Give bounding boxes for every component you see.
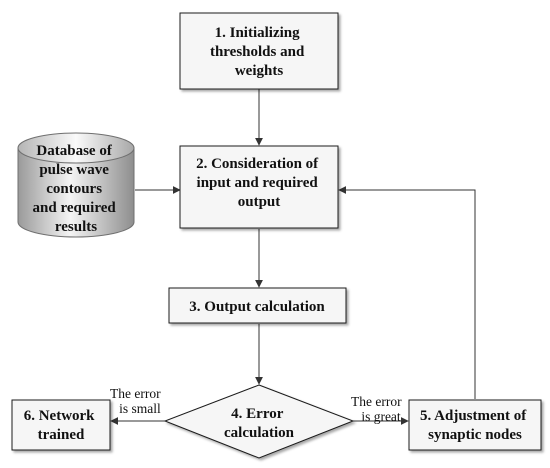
- node-network-trained: 6. Network trained: [11, 399, 111, 451]
- node-error-calculation-label: 4. Error calculation: [224, 406, 295, 441]
- node-adjustment: 5. Adjustment of synaptic nodes: [408, 399, 542, 451]
- node-consideration: 2. Consideration of input and required o…: [179, 145, 339, 229]
- node-network-trained-label: 6. Network trained: [24, 408, 99, 443]
- edge-label-error-great: The error is great: [351, 394, 405, 424]
- node-error-calculation: 4. Error calculation: [163, 384, 355, 459]
- node-initializing-label: 1. Initializing thresholds and weights: [210, 25, 308, 79]
- node-initializing: 1. Initializing thresholds and weights: [179, 12, 339, 90]
- database-label: Database of pulse wave contours and requ…: [33, 143, 120, 235]
- arrow-adjust-to-consider: [338, 186, 476, 399]
- database-cylinder: Database of pulse wave contours and requ…: [17, 132, 135, 238]
- edge-label-error-small: The error is small: [110, 386, 164, 416]
- node-output-calculation: 3. Output calculation: [168, 287, 347, 324]
- node-consideration-label: 2. Consideration of input and required o…: [196, 156, 322, 210]
- node-output-calculation-label: 3. Output calculation: [189, 299, 325, 315]
- node-adjustment-label: 5. Adjustment of synaptic nodes: [420, 408, 530, 443]
